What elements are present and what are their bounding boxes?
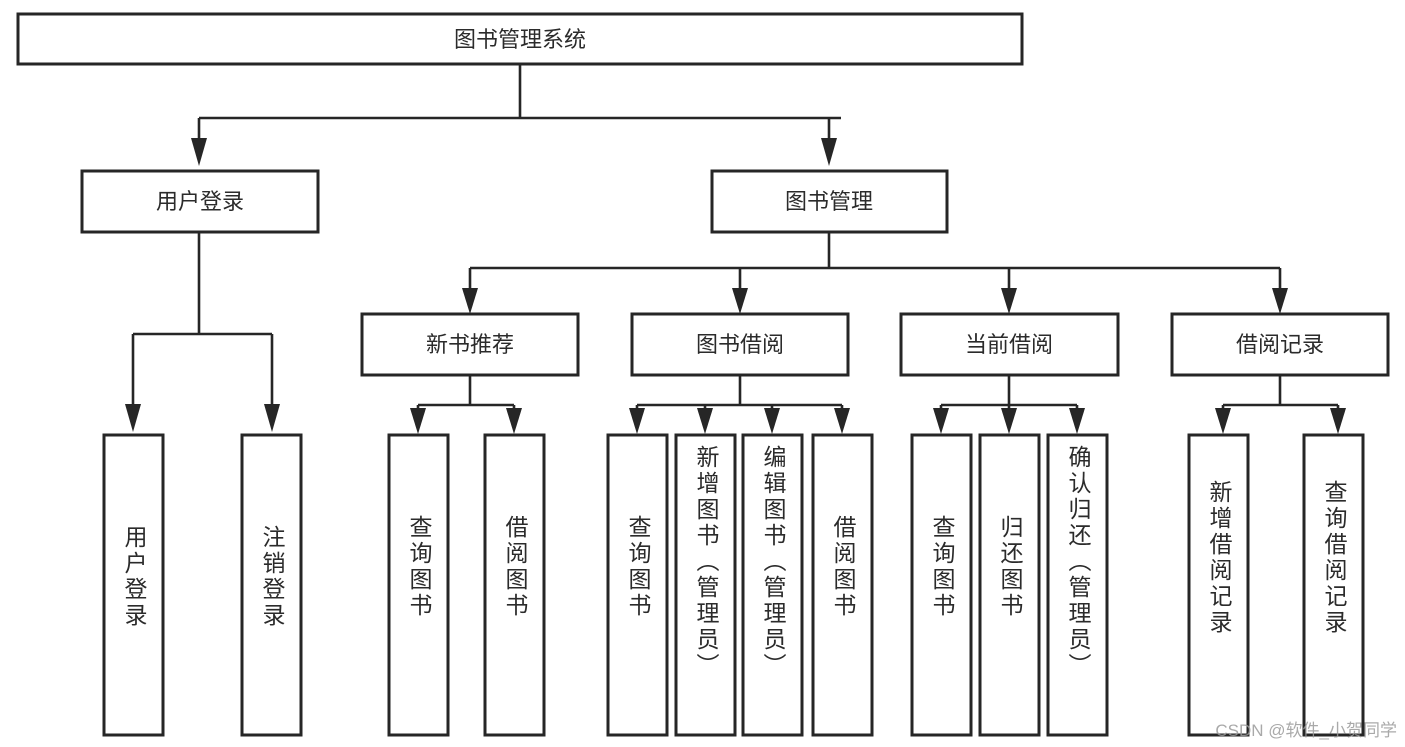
connector-group-book-manage-to-level3: [462, 232, 1288, 314]
connector-group-book-borrow-to-leaves: [629, 375, 850, 434]
node-book-manage-label: 图书管理: [785, 189, 873, 214]
arrow-head-book-manage: [821, 138, 837, 166]
arrow-head-leaf-query-book-2: [629, 408, 645, 434]
arrow-head-leaf-borrow-book-2: [834, 408, 850, 434]
node-book-borrow-label: 图书借阅: [696, 332, 784, 357]
arrow-head-current-borrow: [1001, 288, 1017, 314]
node-leaf-add-record-rect[interactable]: [1187, 433, 1250, 737]
node-new-book-recommend[interactable]: 新书推荐: [360, 312, 580, 377]
node-leaf-query-book-2-rect[interactable]: [606, 433, 669, 737]
arrow-head-leaf-query-book-1: [410, 408, 426, 434]
node-borrow-record-label: 借阅记录: [1236, 332, 1324, 357]
node-leaf-borrow-book-1-rect[interactable]: [483, 433, 546, 737]
arrow-head-leaf-add-book: [697, 408, 713, 434]
node-leaf-query-book-3-rect[interactable]: [910, 433, 973, 737]
connector-group-new-book-recommend-to-leaves: [410, 375, 522, 434]
arrow-head-borrow-record: [1272, 288, 1288, 314]
node-current-borrow-rect[interactable]: [899, 312, 1120, 377]
node-book-borrow-rect[interactable]: [630, 312, 850, 377]
node-user-login-rect[interactable]: [80, 169, 320, 234]
node-current-borrow[interactable]: 当前借阅: [899, 312, 1120, 377]
node-new-book-recommend-label: 新书推荐: [426, 332, 514, 357]
arrow-head-leaf-user-login: [125, 404, 141, 432]
arrow-head-new-book-recommend: [462, 288, 478, 314]
node-root-rect[interactable]: [16, 12, 1024, 66]
node-leaf-return-book-rect[interactable]: [978, 433, 1041, 737]
arrow-head-leaf-logout: [264, 404, 280, 432]
arrow-head-leaf-query-record: [1330, 408, 1346, 434]
connector-group-current-borrow-to-leaves: [933, 375, 1085, 434]
node-leaf-add-book-rect[interactable]: [674, 433, 737, 737]
arrow-head-leaf-add-record: [1215, 408, 1231, 434]
node-leaf-query-record-rect[interactable]: [1302, 433, 1365, 737]
arrow-head-book-borrow: [732, 288, 748, 314]
arrow-head-user-login: [191, 138, 207, 166]
arrow-head-leaf-query-book-3: [933, 408, 949, 434]
arrow-head-leaf-confirm-return: [1069, 408, 1085, 434]
node-book-manage[interactable]: 图书管理: [710, 169, 949, 234]
node-leaf-borrow-book-2-rect[interactable]: [811, 433, 874, 737]
connector-group-user-login-to-leaves: [125, 232, 280, 432]
arrow-head-leaf-return-book: [1001, 408, 1017, 434]
node-leaf-user-login-rect[interactable]: [102, 433, 165, 737]
node-leaf-confirm-return-rect[interactable]: [1046, 433, 1109, 737]
node-root-label: 图书管理系统: [454, 27, 586, 52]
node-leaf-edit-book-rect[interactable]: [741, 433, 804, 737]
node-root[interactable]: 图书管理系统: [16, 12, 1024, 66]
node-book-manage-rect[interactable]: [710, 169, 949, 234]
csdn-watermark: CSDN @软件_小贺同学: [1215, 721, 1397, 740]
node-user-login[interactable]: 用户登录: [80, 169, 320, 234]
node-leaf-query-book-1-rect[interactable]: [387, 433, 450, 737]
node-book-borrow[interactable]: 图书借阅: [630, 312, 850, 377]
node-new-book-recommend-rect[interactable]: [360, 312, 580, 377]
node-current-borrow-label: 当前借阅: [965, 332, 1053, 357]
arrow-head-leaf-edit-book: [764, 408, 780, 434]
connector-group-borrow-record-to-leaves: [1215, 375, 1346, 434]
connector-group-root-to-level2: [191, 64, 841, 166]
node-borrow-record[interactable]: 借阅记录: [1170, 312, 1390, 377]
node-user-login-label: 用户登录: [156, 189, 244, 214]
node-borrow-record-rect[interactable]: [1170, 312, 1390, 377]
arrow-head-leaf-borrow-book-1: [506, 408, 522, 434]
node-leaf-logout-rect[interactable]: [240, 433, 303, 737]
